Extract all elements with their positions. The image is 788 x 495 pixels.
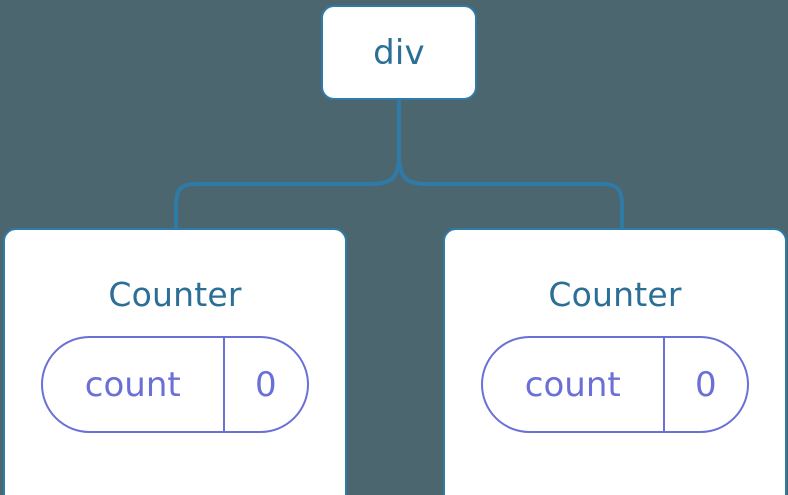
state-pill-left[interactable]: count 0 xyxy=(41,336,309,433)
state-pill-left-value: 0 xyxy=(254,364,277,405)
state-pill-left-value-cell: 0 xyxy=(225,338,307,431)
state-pill-left-key: count xyxy=(84,364,181,405)
state-pill-right[interactable]: count 0 xyxy=(481,336,749,433)
node-div[interactable]: div xyxy=(321,5,477,100)
connector-to-counter-right xyxy=(397,154,624,230)
node-counter-left-label: Counter xyxy=(108,275,242,314)
connector-to-counter-left xyxy=(174,154,401,230)
state-pill-right-key-cell: count xyxy=(483,338,665,431)
node-counter-right[interactable]: Counter count 0 xyxy=(443,228,787,495)
node-counter-right-label: Counter xyxy=(548,275,682,314)
state-pill-right-value: 0 xyxy=(694,364,717,405)
state-pill-right-value-cell: 0 xyxy=(665,338,747,431)
state-pill-right-key: count xyxy=(524,364,621,405)
node-counter-left[interactable]: Counter count 0 xyxy=(3,228,347,495)
node-div-label: div xyxy=(373,32,425,73)
state-pill-left-key-cell: count xyxy=(43,338,225,431)
